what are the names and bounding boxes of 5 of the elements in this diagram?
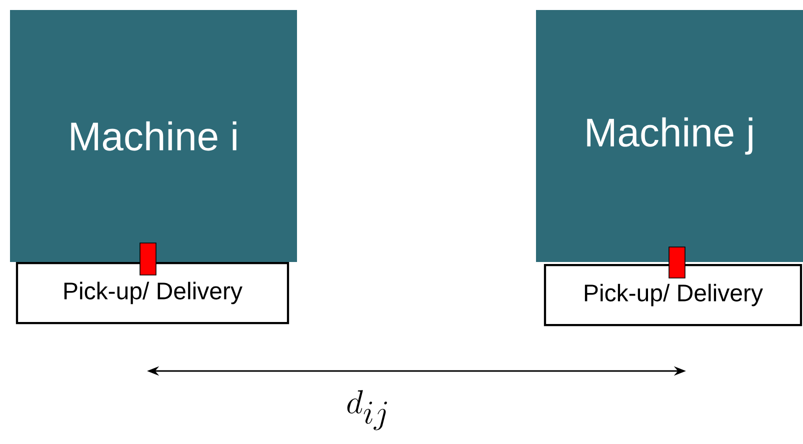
machine-box: Machine j (536, 10, 803, 262)
distance-label: $d_{ij}$ (347, 390, 387, 430)
pickup-delivery-box: Pick-up/ Delivery (16, 262, 290, 324)
machine-box: Machine i (10, 10, 297, 262)
pickup-delivery-box: Pick-up/ Delivery (544, 264, 802, 326)
